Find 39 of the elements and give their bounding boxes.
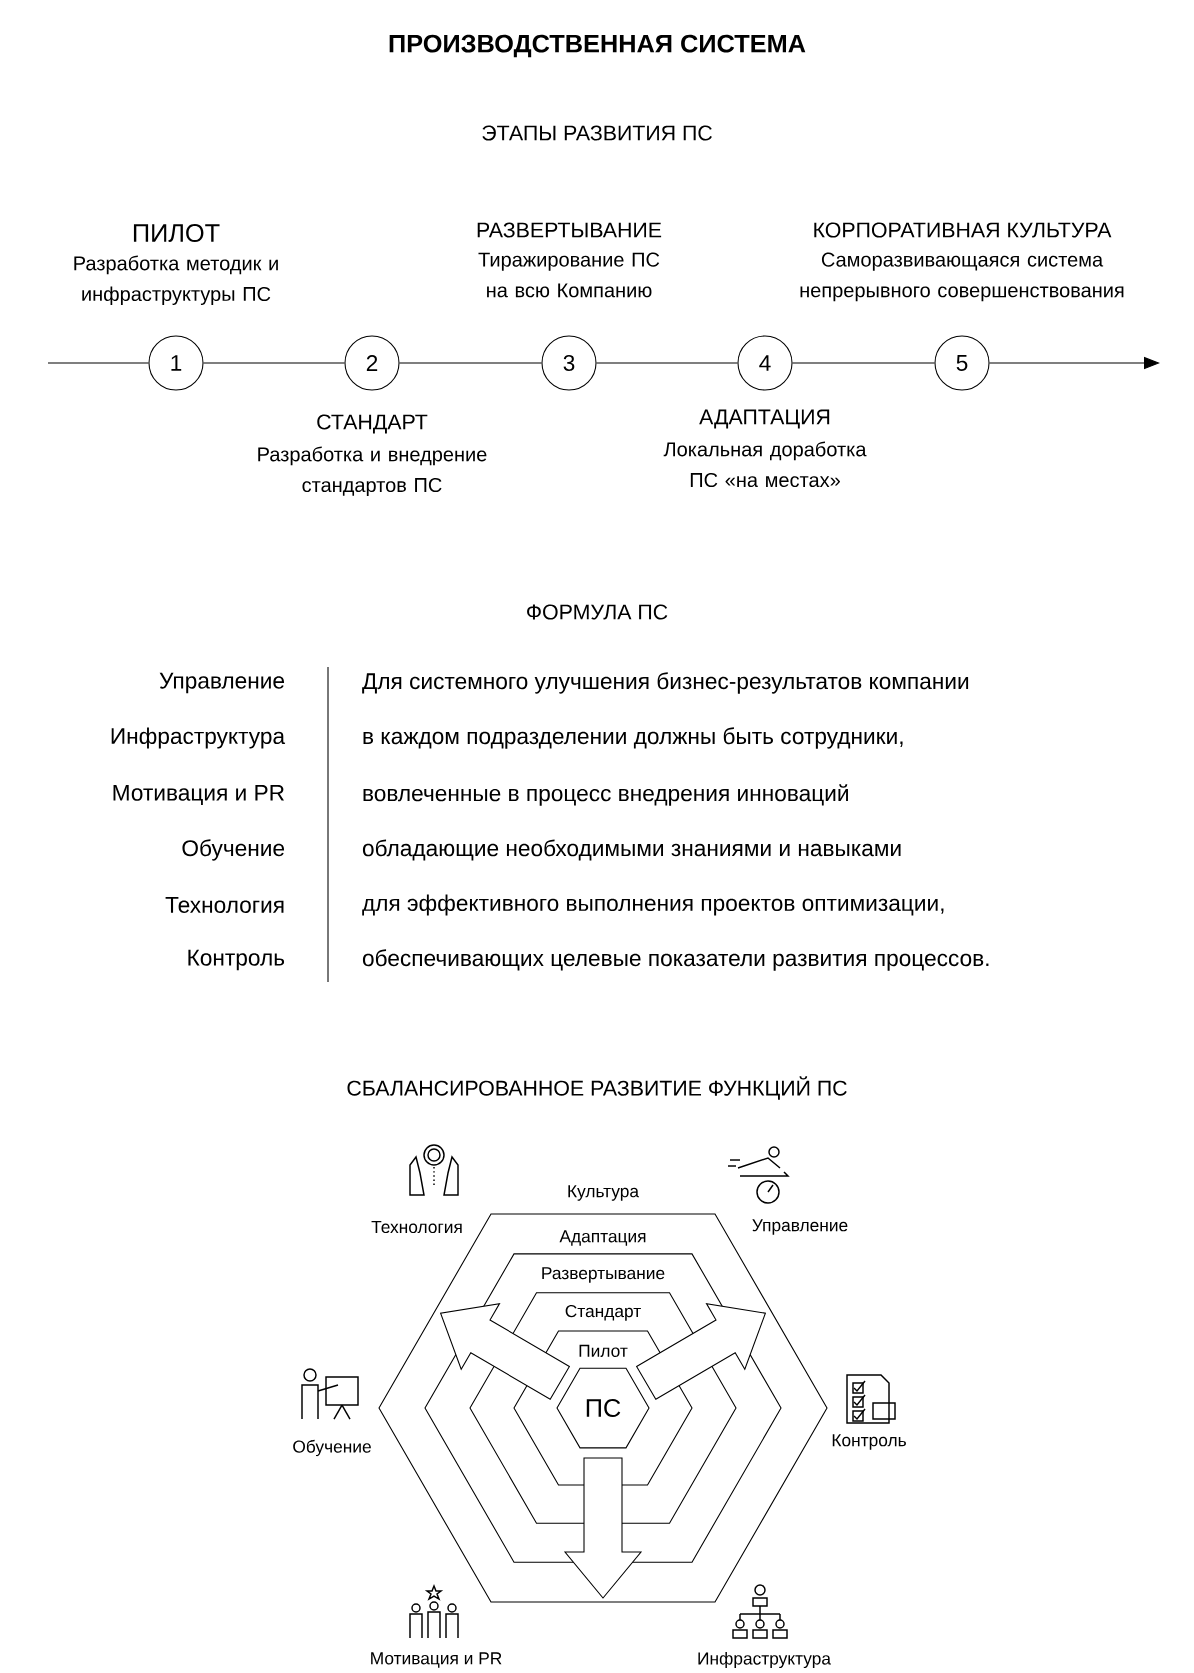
- section-heading: ФОРМУЛА ПС: [527, 604, 668, 620]
- stage-heading: СТАНДАРТ: [317, 414, 428, 434]
- timeline-line: [399, 362, 542, 364]
- stage-description: Тиражирование ПС на всю Компанию: [478, 252, 660, 298]
- formula-text: обладающие необходимыми знаниями и навыками: [362, 839, 901, 861]
- stage-description: Разработка методик и инфраструктуры ПС: [74, 255, 278, 305]
- row-label: Управление: [159, 672, 284, 694]
- formula-text: Для системного улучшения бизнес-результатов компании: [362, 672, 969, 694]
- timeline-line: [47, 362, 149, 364]
- row-label: Инфраструктура: [111, 727, 286, 749]
- formula-text: вовлеченные в процесс внедрения инноваций: [363, 784, 848, 806]
- section-heading: СБАЛАНСИРОВАННОЕ РАЗВИТИЕ ФУНКЦИЙ ПС: [347, 1076, 847, 1100]
- stage-description: Саморазвивающаяся система непрерывного совершенствования: [800, 252, 1124, 302]
- timeline-line: [596, 362, 738, 364]
- function-label: Инфраструктура: [698, 1651, 831, 1669]
- function-label: Мотивация и PR: [371, 1652, 502, 1668]
- title: ПРОИЗВОДСТВЕННАЯ СИСТЕМА: [389, 34, 806, 58]
- function-label: Обучение: [293, 1439, 371, 1457]
- formula-text: для эффективного выполнения проектов оптимизации,: [362, 894, 944, 916]
- stage-heading: КОРПОРАТИВНАЯ КУЛЬТУРА: [814, 222, 1112, 238]
- stage-heading: ПИЛОТ: [133, 224, 220, 242]
- section-heading: ЭТАПЫ РАЗВИТИЯ ПС: [482, 125, 712, 141]
- stage-description: Локальная доработка ПС «на местах»: [663, 441, 867, 488]
- timeline-line: [203, 362, 345, 364]
- function-label: Контроль: [832, 1434, 906, 1450]
- formula-text: обеспечивающих целевые показатели развития процессов.: [362, 949, 989, 971]
- stage-description: Разработка и внедрение стандартов ПС: [258, 446, 487, 496]
- row-label: Мотивация и PR: [113, 784, 284, 806]
- function-label: Управление: [752, 1219, 848, 1235]
- formula-text: в каждом подразделении должны быть сотрудники,: [363, 727, 903, 749]
- function-label: Технология: [371, 1220, 462, 1234]
- level-label: Культура: [568, 1185, 640, 1201]
- hexagon: ПС: [556, 1367, 650, 1449]
- row-label: Технология: [165, 897, 284, 913]
- row-label: Контроль: [188, 949, 285, 971]
- row-label: Обучение: [182, 839, 285, 861]
- stage-heading: АДАПТАЦИЯ: [699, 409, 830, 429]
- stage-heading: РАЗВЕРТЫВАНИЕ: [477, 222, 662, 238]
- timeline-line: [792, 362, 935, 364]
